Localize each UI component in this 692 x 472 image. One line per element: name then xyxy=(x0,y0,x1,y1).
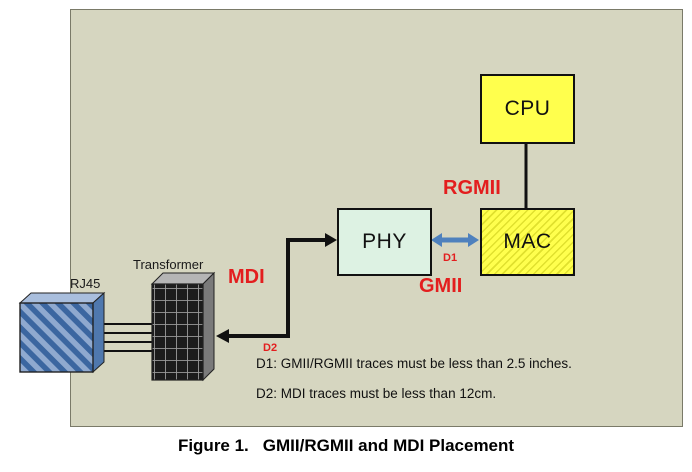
cpu-label: CPU xyxy=(504,97,551,120)
rgmii-label: RGMII xyxy=(443,177,501,199)
mdi-trace-path xyxy=(228,238,326,338)
d1-note: D1: GMII/RGMII traces must be less than … xyxy=(256,356,572,371)
transformer-block xyxy=(150,271,216,382)
phy-label: PHY xyxy=(362,230,407,253)
mac-label: MAC xyxy=(503,230,552,253)
phy-mac-double-arrow xyxy=(431,233,479,247)
d2-note: D2: MDI traces must be less than 12cm. xyxy=(256,386,497,401)
transformer-front-face xyxy=(151,283,204,381)
figure-caption-label: Figure 1. xyxy=(177,436,249,455)
d1-label: D1 xyxy=(443,252,458,264)
figure-caption: Figure 1. GMII/RGMII and MDI Placement xyxy=(0,436,692,456)
transformer-side-face xyxy=(202,271,215,382)
phy-block: PHY xyxy=(337,208,432,276)
rj45-connector-block xyxy=(18,291,106,374)
figure-caption-title: GMII/RGMII and MDI Placement xyxy=(262,436,515,455)
rj45-text-label: RJ45 xyxy=(70,276,101,291)
cpu-block: CPU xyxy=(480,74,575,144)
double-arrow-right-head xyxy=(468,233,479,247)
d2-label: D2 xyxy=(263,342,278,354)
mdi-trace-arrow xyxy=(216,233,337,343)
mac-block: MAC xyxy=(480,208,575,276)
double-arrow-left-head xyxy=(431,233,442,247)
mdi-arrowhead-to-transformer xyxy=(216,329,229,343)
mdi-arrowhead-to-phy xyxy=(325,233,337,247)
rj45-top-face xyxy=(18,292,106,304)
gmii-label: GMII xyxy=(419,275,463,297)
mdi-label: MDI xyxy=(228,266,265,288)
rj45-front-face xyxy=(19,302,94,373)
rj45-side-face xyxy=(92,291,105,374)
transformer-text-label: Transformer xyxy=(133,257,204,272)
